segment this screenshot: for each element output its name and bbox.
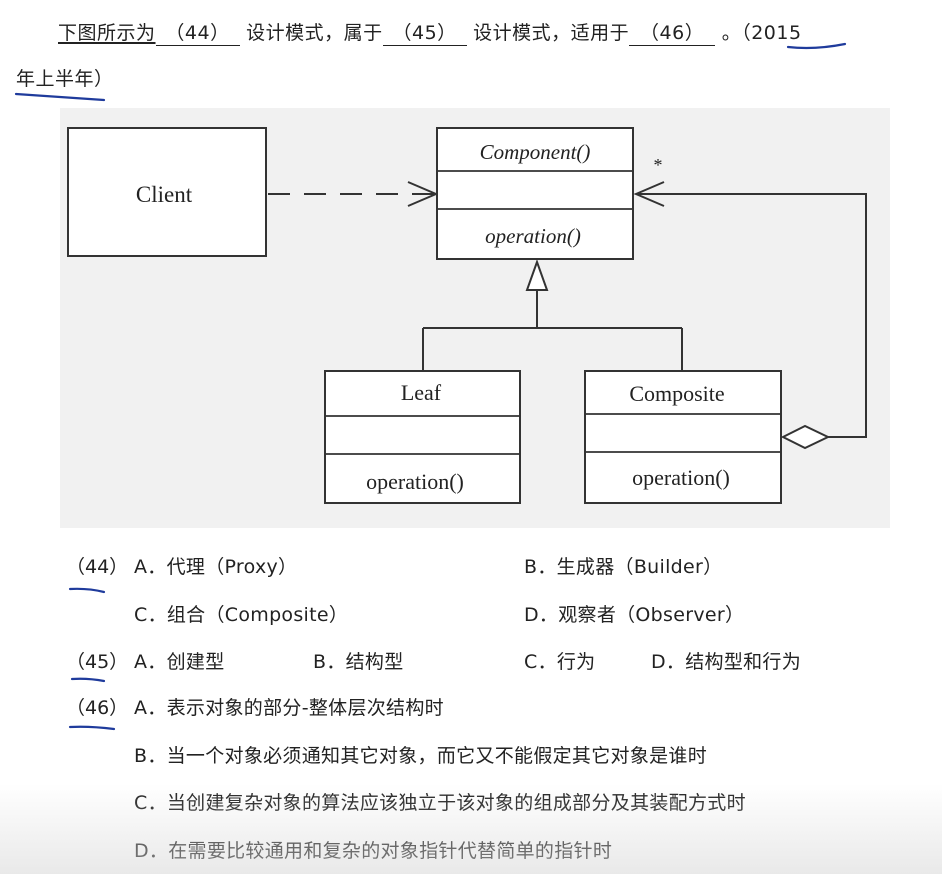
- question-46-number: （46）: [66, 697, 129, 719]
- blank-44: （44）: [155, 18, 240, 46]
- option-45-d[interactable]: D．结构型和行为: [651, 651, 802, 673]
- multiplicity-label: *: [654, 155, 663, 175]
- question-mid-2: 设计模式，适用于: [473, 22, 630, 44]
- option-46-d[interactable]: D．在需要比较通用和复杂的对象指针代替简单的指针时: [134, 840, 613, 862]
- leaf-box: [324, 370, 521, 504]
- blank-45: （45）: [382, 18, 467, 46]
- question-45-number: （45）: [66, 651, 129, 673]
- component-operation: operation(): [485, 224, 581, 248]
- option-44-b[interactable]: B．生成器（Builder）: [524, 556, 723, 578]
- blank-46: （46）: [629, 18, 716, 46]
- option-44-c[interactable]: C．组合（Composite）: [134, 604, 349, 626]
- option-46-c[interactable]: C．当创建复杂对象的算法应该独立于该对象的组成部分及其装配方式时: [134, 792, 746, 814]
- option-45-a[interactable]: A．创建型: [134, 651, 225, 673]
- component-box: [436, 127, 634, 260]
- option-46-b[interactable]: B．当一个对象必须通知其它对象，而它又不能假定其它对象是谁时: [134, 745, 708, 767]
- composite-operation: operation(): [632, 465, 730, 490]
- question-mid-1: 设计模式，属于: [246, 22, 383, 44]
- composite-label: Composite: [629, 381, 724, 406]
- question-line-2: 年上半年）: [16, 68, 114, 90]
- composite-box: [584, 370, 782, 504]
- leaf-label: Leaf: [401, 380, 442, 405]
- component-label: Component(): [480, 140, 591, 164]
- client-label: Client: [136, 182, 193, 207]
- option-45-c[interactable]: C．行为: [524, 651, 596, 673]
- option-45-b[interactable]: B．结构型: [313, 651, 404, 673]
- client-box: [67, 127, 267, 257]
- question-line-1: 下图所示为（44） 设计模式，属于（45） 设计模式，适用于（46） 。（201…: [58, 18, 802, 46]
- question-44-number: （44）: [66, 556, 129, 578]
- option-44-a[interactable]: A．代理（Proxy）: [134, 556, 298, 578]
- option-46-a[interactable]: A．表示对象的部分-整体层次结构时: [134, 697, 444, 719]
- question-prefix: 下图所示为: [58, 22, 156, 44]
- question-tail: 。（2015: [721, 22, 802, 44]
- option-44-d[interactable]: D．观察者（Observer）: [524, 604, 745, 626]
- aggregation-diamond: [780, 424, 831, 450]
- leaf-operation: operation(): [366, 469, 464, 494]
